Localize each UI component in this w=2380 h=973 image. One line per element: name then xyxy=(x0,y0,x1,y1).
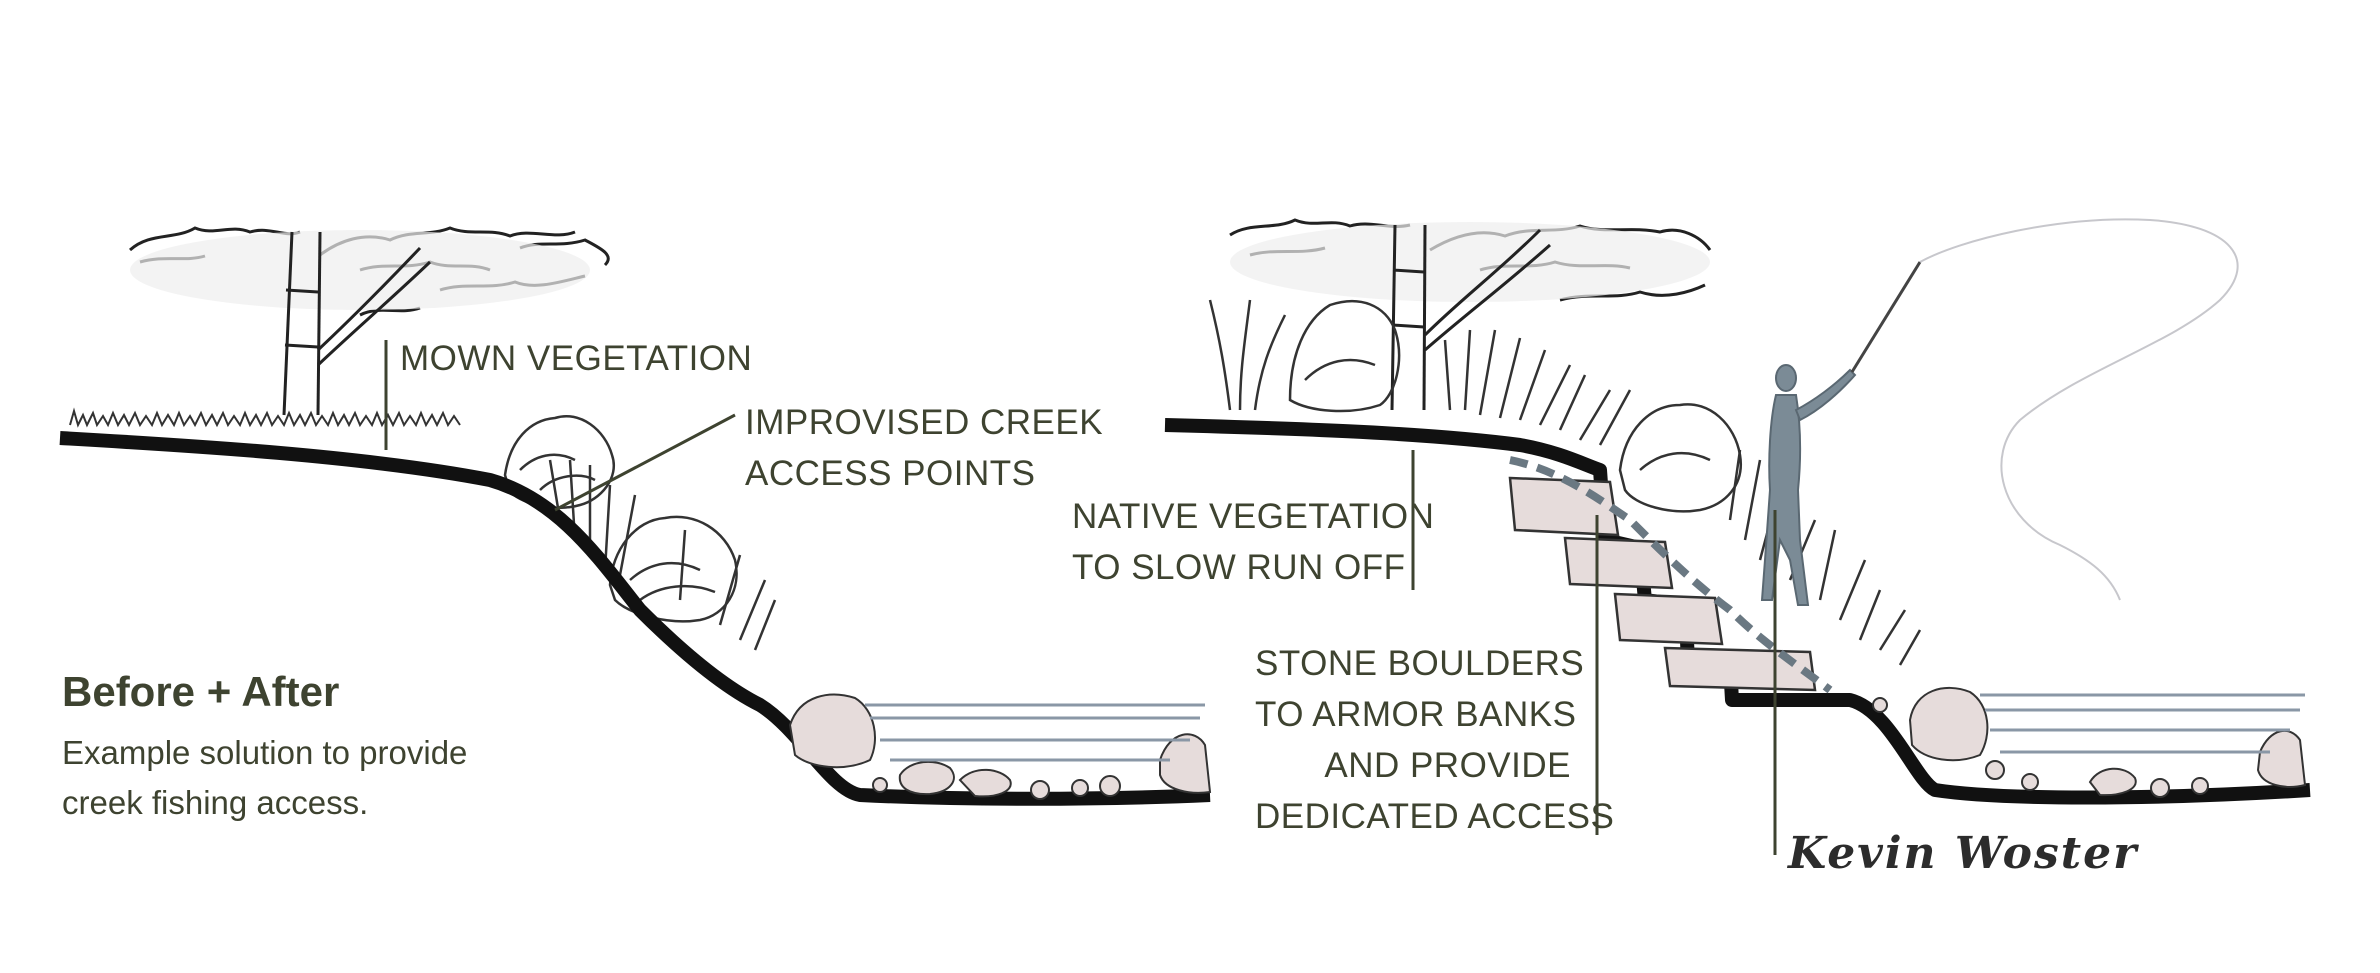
before-creek-water xyxy=(865,703,1205,762)
label-native-vegetation: NATIVE VEGETATION TO SLOW RUN OFF xyxy=(1072,491,1435,593)
label-stone-line-1: STONE BOULDERS xyxy=(1255,644,1585,683)
after-tree-trunk xyxy=(1390,224,1551,411)
label-improvised-line-1: IMPROVISED CREEK xyxy=(745,403,1104,442)
caption-line-1: Example solution to provide xyxy=(62,734,468,771)
label-stone-line-3: AND PROVIDE xyxy=(1324,746,1571,785)
before-tree-canopy-wash xyxy=(130,230,590,310)
after-boulders xyxy=(1872,686,2307,798)
stone-step-3 xyxy=(1613,592,1724,646)
after-section xyxy=(1164,218,2311,855)
label-native-line-2: TO SLOW RUN OFF xyxy=(1072,548,1406,587)
label-improvised-access: IMPROVISED CREEK ACCESS POINTS xyxy=(745,397,1103,499)
after-leader-lines xyxy=(1411,450,1777,855)
before-mown-grass xyxy=(69,407,461,428)
before-ground-profile xyxy=(59,431,1211,806)
after-creek-water xyxy=(1980,693,2305,754)
label-native-line-1: NATIVE VEGETATION xyxy=(1072,497,1435,536)
label-stone-line-4: DEDICATED ACCESS xyxy=(1255,797,1615,836)
label-stone-boulders: STONE BOULDERS TO ARMOR BANKS AND PROVID… xyxy=(1255,638,1615,842)
stone-step-1 xyxy=(1508,476,1620,537)
fishing-rod xyxy=(1850,218,2239,601)
label-stone-line-2: TO ARMOR BANKS xyxy=(1255,695,1577,734)
stone-step-4 xyxy=(1663,646,1817,692)
artist-signature: Kevin Woster xyxy=(1788,828,2139,879)
before-section xyxy=(59,226,1212,806)
stone-step-2 xyxy=(1563,536,1674,590)
label-improvised-line-2: ACCESS POINTS xyxy=(745,454,1036,493)
before-tree-trunk xyxy=(282,231,432,416)
caption-line-2: creek fishing access. xyxy=(62,784,369,821)
after-access-path xyxy=(1509,456,1833,694)
caption-title: Before + After xyxy=(62,668,340,715)
before-boulders xyxy=(788,693,1212,800)
before-leader-lines xyxy=(384,340,736,512)
label-mown-vegetation: MOWN VEGETATION xyxy=(400,339,753,378)
after-tree-canopy-wash xyxy=(1230,222,1710,302)
caption-text: Example solution to provide creek fishin… xyxy=(62,728,467,828)
